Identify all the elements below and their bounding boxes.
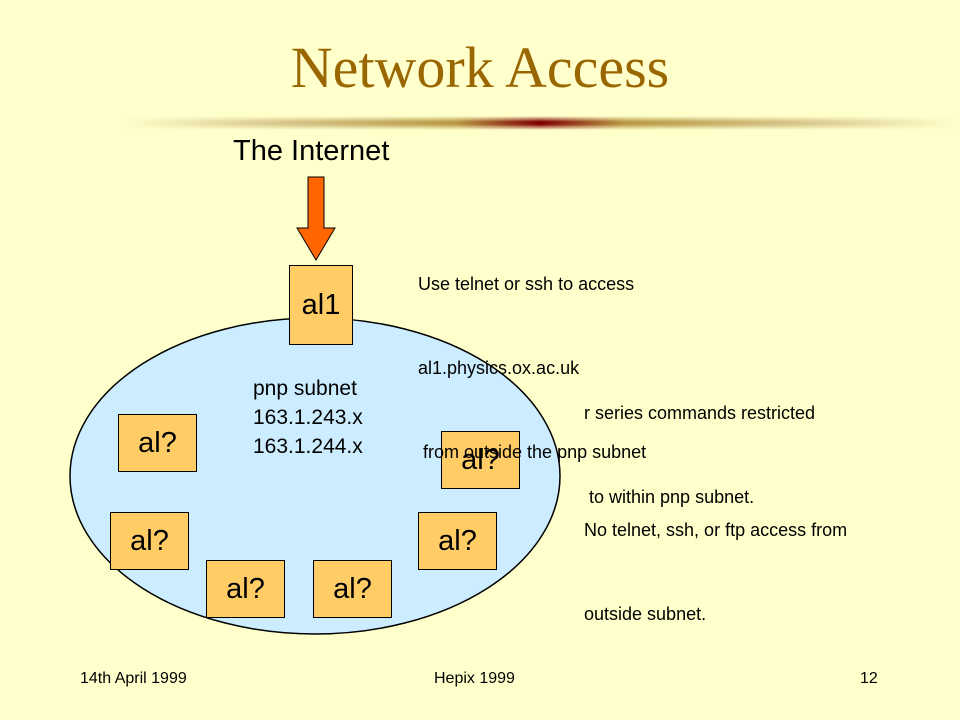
machine-box: al? <box>118 414 197 472</box>
footer-date: 14th April 1999 <box>80 670 187 687</box>
gateway-box-al1: al1 <box>289 265 353 345</box>
note-line: to within pnp subnet. <box>584 487 755 507</box>
r-series-note: r series commands restricted to within p… <box>584 343 815 539</box>
telnet-note: Use telnet or ssh to access al1.physics.… <box>418 214 646 494</box>
machine-box: al? <box>441 431 520 489</box>
note-line: outside subnet. <box>584 604 707 624</box>
note-line: r series commands restricted <box>584 403 816 423</box>
footer-page-number: 12 <box>860 670 878 687</box>
no-access-note: No telnet, ssh, or ftp access from outsi… <box>584 460 847 656</box>
subnet-range: 163.1.243.x <box>253 406 363 429</box>
machine-box: al? <box>418 512 497 570</box>
note-line: No telnet, ssh, or ftp access from <box>584 520 848 540</box>
note-line: al1.physics.ox.ac.uk <box>418 358 580 378</box>
subnet-label: pnp subnet 163.1.243.x 163.1.244.x <box>253 374 363 461</box>
internet-label: The Internet <box>233 135 390 167</box>
subnet-name: pnp subnet <box>253 377 357 400</box>
title-underline <box>120 116 960 130</box>
internet-arrow <box>296 176 336 261</box>
note-line: from outside the pnp subnet <box>418 442 647 462</box>
footer-event: Hepix 1999 <box>434 670 515 687</box>
machine-box: al? <box>110 512 189 570</box>
note-line: Use telnet or ssh to access <box>418 274 635 294</box>
machine-box: al? <box>206 560 285 618</box>
machine-box: al? <box>313 560 392 618</box>
subnet-range: 163.1.244.x <box>253 435 363 458</box>
slide-title: Network Access <box>290 35 670 100</box>
